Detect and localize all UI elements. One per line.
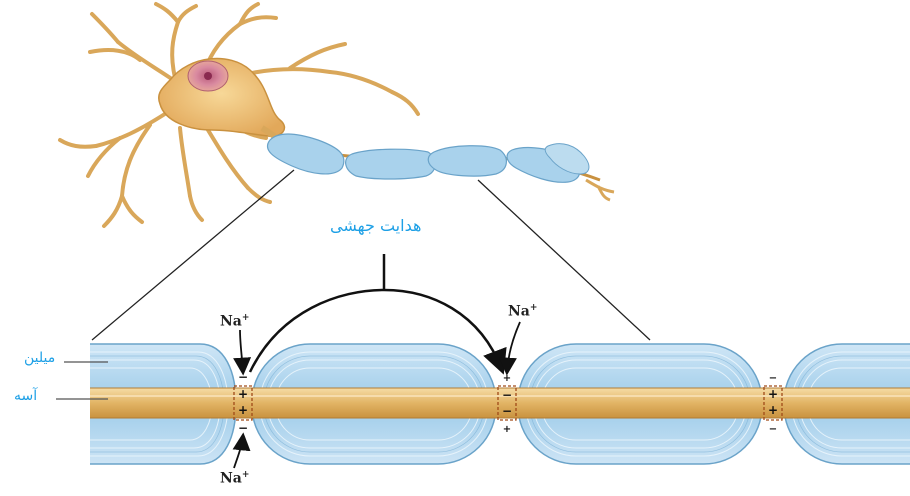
neuron-cell [60,4,614,226]
svg-text:−: − [502,404,512,418]
svg-text:+: + [503,424,511,435]
svg-text:−: − [769,373,777,384]
svg-text:+: + [238,387,248,401]
svg-text:−: − [238,370,248,384]
sodium-ion-arrow-top-right [507,322,520,372]
svg-text:+: + [768,387,778,401]
svg-text:+: + [503,373,511,384]
sodium-ion-top-left: Na+ [220,313,249,330]
axon-label: آسه [14,388,37,404]
sodium-ion-bottom-left: Na+ [220,470,249,487]
svg-text:−: − [769,424,777,435]
myelin-label: میلین [24,350,55,366]
saltatory-conduction-label: هدایت جهشی [330,216,421,235]
svg-text:+: + [238,403,248,417]
sodium-ion-arrow-top-left [240,330,243,372]
svg-text:−: − [238,421,248,435]
upper-myelin-segments [267,134,588,182]
sodium-ion-arrow-bottom-left [234,436,243,468]
svg-text:+: + [768,403,778,417]
zoom-line-right [478,180,650,340]
sodium-ion-top-right: Na+ [508,303,537,320]
axon-terminal [586,180,614,200]
svg-text:−: − [502,388,512,402]
